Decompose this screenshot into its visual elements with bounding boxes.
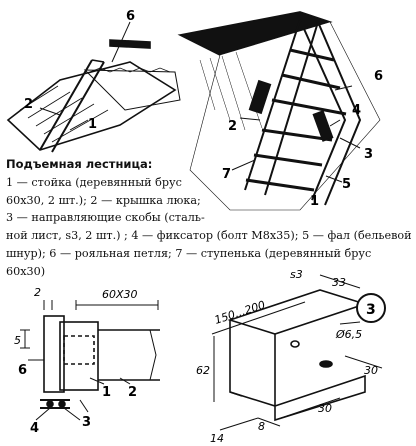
- caption-line: шнур); 6 — рояльная петля; 7 — ступенька…: [6, 246, 372, 278]
- caption-line: 3 — направляющие скобы (сталь-: [6, 211, 205, 225]
- top-left-view: [6, 21, 181, 153]
- figure-caption: Подъемная лестница: 1 — стойка (деревянн…: [6, 156, 412, 281]
- bl-dim-left: 5: [14, 334, 21, 347]
- bl-callout-2: 2: [128, 385, 137, 400]
- top-right-view: [177, 11, 381, 211]
- br-circle-marker: [356, 293, 386, 323]
- br-dim-slot: 30: [364, 364, 378, 377]
- br-dim-base: 30: [318, 402, 332, 415]
- bl-callout-1: 1: [102, 385, 111, 400]
- tr-callout-7: 7: [222, 167, 231, 182]
- br-dim-hole: Ø6,5: [335, 328, 362, 341]
- br-dim-flange: 33: [332, 276, 346, 289]
- tr-callout-1: 1: [310, 194, 319, 209]
- tr-callout-6: 6: [374, 69, 383, 84]
- br-dim-height: 62: [196, 364, 210, 377]
- caption-title: Подъемная лестница:: [6, 157, 153, 171]
- tr-callout-2: 2: [228, 119, 237, 134]
- tr-callout-3: 3: [364, 147, 373, 162]
- bl-dim-section: 60Х30: [102, 288, 138, 301]
- br-dim-thickness: s3: [290, 268, 303, 281]
- tl-callout-1: 1: [88, 117, 97, 132]
- br-dim-offset2: 8: [258, 420, 265, 433]
- tr-callout-5: 5: [342, 177, 351, 192]
- caption-line: 60х30, 2 шт.); 2 — крышка люка;: [6, 193, 201, 207]
- bl-callout-4: 4: [30, 421, 39, 436]
- tl-callout-6: 6: [126, 9, 135, 24]
- bl-dim-gap: 2: [34, 286, 41, 299]
- br-circle-label: 3: [366, 302, 376, 318]
- bl-callout-6: 6: [18, 363, 27, 378]
- tr-callout-4: 4: [352, 103, 361, 118]
- caption-line: 1 — стойка (деревянный брус: [6, 175, 182, 189]
- bl-callout-3: 3: [82, 415, 91, 430]
- br-dim-offset1: 14: [210, 432, 224, 445]
- bottom-right-view: [211, 274, 383, 431]
- bottom-left-view: [20, 300, 160, 421]
- tl-callout-2: 2: [24, 97, 33, 112]
- caption-line: ной лист, s3, 2 шт.) ; 4 — фиксатор (бол…: [6, 229, 412, 243]
